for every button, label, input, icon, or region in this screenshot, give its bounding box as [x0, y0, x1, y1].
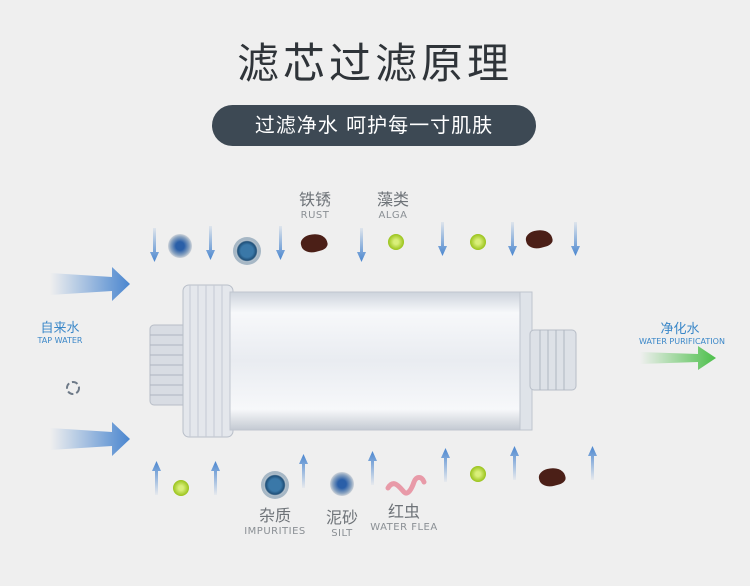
- silt-particle-icon: [168, 234, 192, 258]
- filter-cartridge: [149, 284, 577, 438]
- inlet-arrow-bottom: [50, 422, 130, 456]
- outlet-arrow: [640, 346, 716, 370]
- inlet-label-cn: 自来水: [40, 321, 80, 336]
- impurity-particle-icon: [236, 240, 258, 262]
- silt-label-cn: 泥砂: [325, 508, 358, 527]
- alga-label-cn: 藻类: [376, 190, 409, 209]
- ring-icon: [66, 381, 80, 395]
- inlet-label-en: TAP WATER: [37, 336, 83, 345]
- rust-label-en: RUST: [300, 210, 330, 221]
- water-flea-label-en: WATER FLEA: [370, 522, 438, 533]
- alga-particle-icon: [388, 234, 404, 250]
- water-flea-label-cn: 红虫: [387, 502, 420, 521]
- page-title: 滤芯过滤原理: [236, 39, 513, 88]
- silt-particle-icon: [330, 472, 354, 496]
- alga-particle-icon: [470, 466, 486, 482]
- alga-particle-icon: [470, 234, 486, 250]
- outlet-label-cn: 净化水: [660, 322, 700, 337]
- down-arrows: [150, 222, 580, 262]
- up-arrows: [152, 446, 597, 495]
- inlet-arrow-top: [50, 267, 130, 301]
- impurity-particle-icon: [264, 474, 286, 496]
- impurities-label-en: IMPURITIES: [244, 526, 306, 537]
- alga-label-en: ALGA: [378, 210, 408, 221]
- water-flea-icon: [385, 475, 427, 496]
- outlet-label-en: WATER PURIFICATION: [639, 337, 725, 346]
- rust-label-cn: 铁锈: [298, 190, 331, 209]
- silt-label-en: SILT: [331, 528, 353, 539]
- subtitle-pill: 过滤净水 呵护每一寸肌肤: [212, 105, 536, 146]
- alga-particle-icon: [173, 480, 189, 496]
- impurities-label-cn: 杂质: [258, 506, 291, 525]
